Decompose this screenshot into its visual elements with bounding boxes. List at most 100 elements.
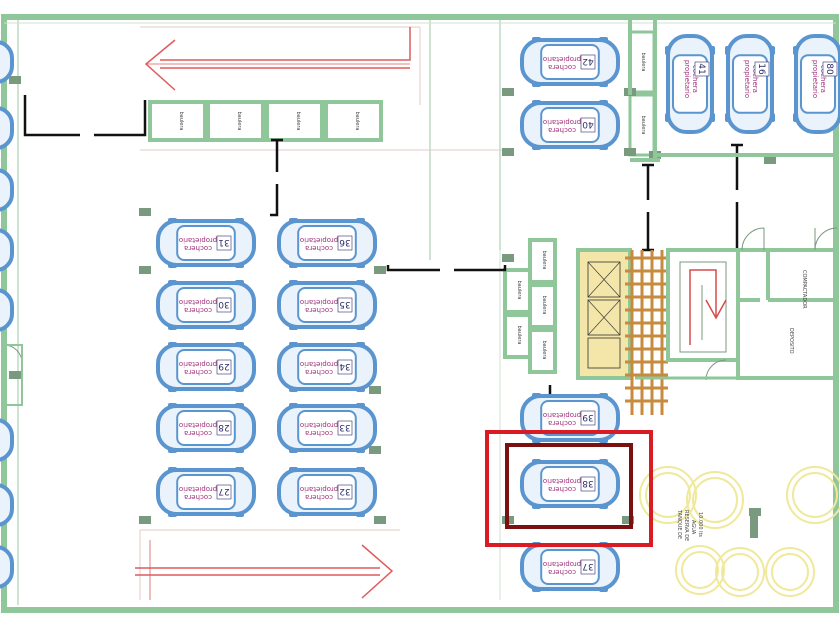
left-edge-cars xyxy=(0,40,14,589)
spot-label-line1: cochera xyxy=(184,429,212,437)
spot-number-box xyxy=(337,297,353,313)
water-tank xyxy=(765,547,815,597)
spot-label-line2: propietario xyxy=(683,60,691,98)
storage-unit-label: baulera xyxy=(541,296,547,315)
column xyxy=(139,208,151,216)
column xyxy=(139,516,151,524)
spot-number: 16 xyxy=(756,63,766,75)
spot-label-line1: cochera xyxy=(305,368,333,376)
spot-label: cocherapropietario xyxy=(543,55,581,71)
spot-label: cocherapropietario xyxy=(179,421,217,437)
storage-unit: baulera xyxy=(628,30,656,94)
spot-label-line1: cochera xyxy=(819,65,827,93)
spot-number: 42 xyxy=(582,56,593,66)
spot-label-line1: cochera xyxy=(691,65,699,93)
spot-label-line2: propietario xyxy=(743,60,751,98)
room-labels: COMPACTADOR DEPOSITO TANQUE DE RESERVA D… xyxy=(676,270,807,541)
storage-unit: baulera xyxy=(503,313,532,359)
storage-unit-label: baulera xyxy=(354,112,360,131)
spot-number-box xyxy=(580,410,596,426)
spot-label-line2: propietario xyxy=(179,236,217,244)
storage-unit-label: baulera xyxy=(516,326,522,345)
water-tanks xyxy=(639,466,840,597)
spot-label-line2: propietario xyxy=(543,118,581,126)
stair-core xyxy=(576,248,632,380)
left-edge-car xyxy=(0,168,14,212)
spot-label: cocherapropietario xyxy=(300,236,338,252)
tank-column xyxy=(750,510,758,538)
left-edge-car xyxy=(0,40,14,84)
spot-number: 37 xyxy=(582,561,593,571)
spot-label-line1: cochera xyxy=(548,126,576,134)
storage-unit: baulera xyxy=(628,93,656,157)
column xyxy=(374,266,386,274)
left-edge-car xyxy=(0,483,14,527)
storage-unit-label: baulera xyxy=(516,281,522,300)
column xyxy=(374,516,386,524)
spot-label: cocherapropietario xyxy=(300,485,338,501)
spot-number: 39 xyxy=(582,412,594,422)
storage-unit: baulera xyxy=(528,328,557,374)
spot-label-line1: cochera xyxy=(184,244,212,252)
spot-label-line1: cochera xyxy=(305,244,333,252)
spot-label-line2: propietario xyxy=(179,298,217,306)
spot-label-line1: cochera xyxy=(548,419,576,427)
spot-number-box xyxy=(337,420,353,436)
spot-number: 32 xyxy=(339,486,350,496)
spot-label-line2: propietario xyxy=(300,421,338,429)
spot-number: 31 xyxy=(218,237,229,247)
spot-label: cocherapropietario xyxy=(543,118,581,134)
spot-number-box xyxy=(216,420,232,436)
water-tank xyxy=(686,471,744,529)
storage-unit: baulera xyxy=(206,100,265,142)
spot-number-box xyxy=(216,297,232,313)
spot-number-box xyxy=(216,484,232,500)
left-edge-car xyxy=(0,418,14,462)
spot-label-line2: propietario xyxy=(543,560,581,568)
structural-columns xyxy=(9,76,776,524)
spot-number: 27 xyxy=(218,486,229,496)
storage-unit: baulera xyxy=(528,238,557,284)
spot-number-box xyxy=(337,235,353,251)
spot-label-line1: cochera xyxy=(305,429,333,437)
spot-number-box xyxy=(580,476,596,492)
spot-number-box xyxy=(822,61,838,77)
spot-number-box xyxy=(694,61,710,77)
spot-number: 33 xyxy=(339,422,350,432)
spot-label-line1: cochera xyxy=(548,63,576,71)
column xyxy=(369,386,381,394)
storage-unit-label: baulera xyxy=(640,116,646,135)
spot-label: cocherapropietario xyxy=(179,298,217,314)
spot-label-line2: propietario xyxy=(300,298,338,306)
door-swings xyxy=(3,227,838,406)
circulation-arrow-bottom xyxy=(135,540,394,600)
spot-label: cocherapropietario xyxy=(179,485,217,501)
spot-label: cocherapropietario xyxy=(300,421,338,437)
spot-number-box xyxy=(216,359,232,375)
spot-number-box xyxy=(216,235,232,251)
spot-number: 28 xyxy=(218,422,230,432)
storage-unit-label: baulera xyxy=(640,53,646,72)
spot-label: cocherapropietario xyxy=(300,360,338,376)
spot-label: cocherapropietario xyxy=(179,360,217,376)
deposito-label: DEPOSITO xyxy=(788,328,794,354)
